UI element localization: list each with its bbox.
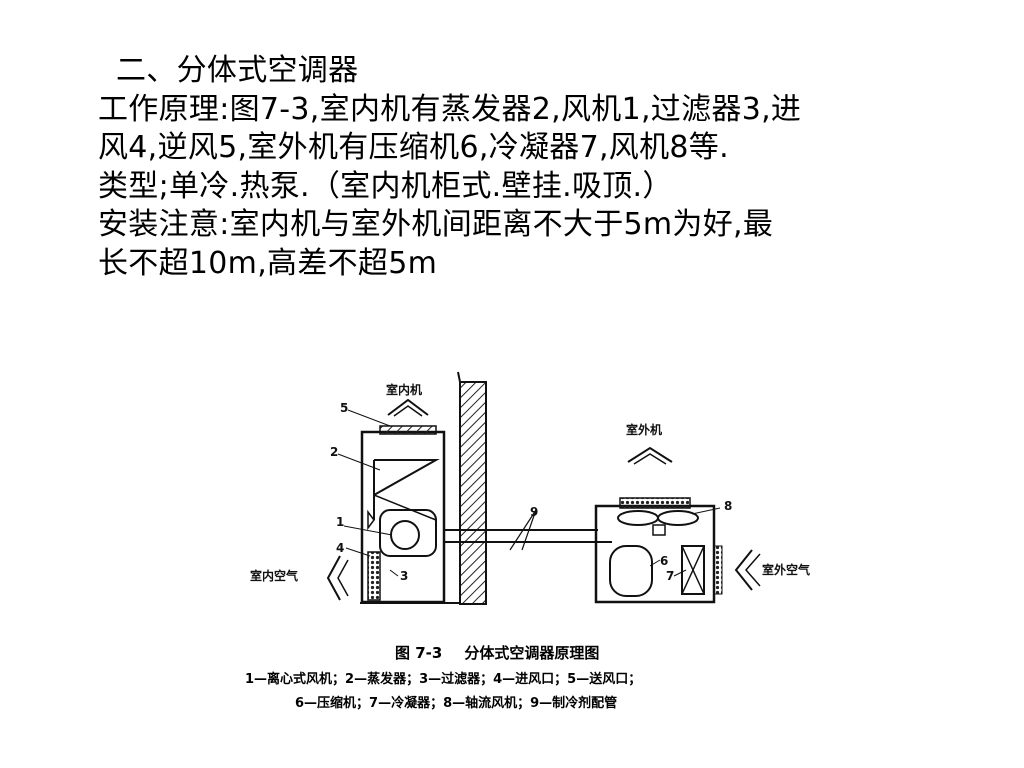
label-9: 9 [530, 505, 538, 519]
slide-heading: 二、分体式空调器 [116, 53, 359, 88]
text-line-4: 安装注意:室内机与室外机间距离不大于5m为好,最 [98, 207, 774, 242]
split-ac-diagram: 室内机 室外机 室内空气 室外空气 1 2 3 4 5 6 7 8 9 图 7-… [240, 370, 840, 715]
figure-legend-line-2: 6—压缩机；7—冷凝器；8—轴流风机；9—制冷剂配管 [295, 696, 618, 711]
label-7: 7 [666, 569, 674, 583]
axial-fan [617, 510, 659, 526]
text-line-3: 类型;单冷.热泵.（室内机柜式.壁挂.吸顶.） [98, 168, 673, 204]
label-6: 6 [660, 554, 668, 568]
label-5: 5 [340, 401, 348, 415]
figure-title: 分体式空调器原理图 [464, 644, 600, 662]
text-line-1: 工作原理:图7-3,室内机有蒸发器2,风机1,过滤器3,进 [98, 91, 802, 127]
figure-number: 图 7-3 [395, 644, 443, 662]
condenser [681, 545, 705, 595]
outdoor-air-label: 室外空气 [762, 562, 810, 577]
text-line-2: 风4,逆风5,室外机有压缩机6,冷凝器7,风机8等. [98, 130, 729, 165]
figure-caption-title: 图 7-3 分体式空调器原理图 [395, 642, 599, 663]
label-1: 1 [336, 515, 344, 529]
centrifugal-fan [390, 520, 420, 550]
compressor [609, 545, 653, 597]
indoor-unit-label: 室内机 [386, 382, 422, 397]
label-3: 3 [400, 569, 408, 583]
filter [367, 551, 381, 601]
wall [459, 381, 487, 605]
label-4: 4 [336, 541, 344, 555]
figure-legend-line-1: 1—离心式风机；2—蒸发器；3—过滤器；4—进风口；5—送风口； [245, 672, 642, 687]
indoor-air-label: 室内空气 [250, 568, 298, 583]
supply-outlet [379, 425, 437, 435]
outdoor-unit-label: 室外机 [626, 422, 662, 437]
slide-text: 二、分体式空调器 工作原理:图7-3,室内机有蒸发器2,风机1,过滤器3,进 风… [98, 52, 998, 283]
diagram-drawing: 室内机 室外机 室内空气 室外空气 1 2 3 4 5 6 7 8 9 [250, 371, 810, 605]
text-line-5: 长不超10m,高差不超5m [98, 245, 438, 281]
evaporator [373, 459, 440, 496]
label-2: 2 [330, 445, 338, 459]
label-8: 8 [724, 499, 732, 513]
